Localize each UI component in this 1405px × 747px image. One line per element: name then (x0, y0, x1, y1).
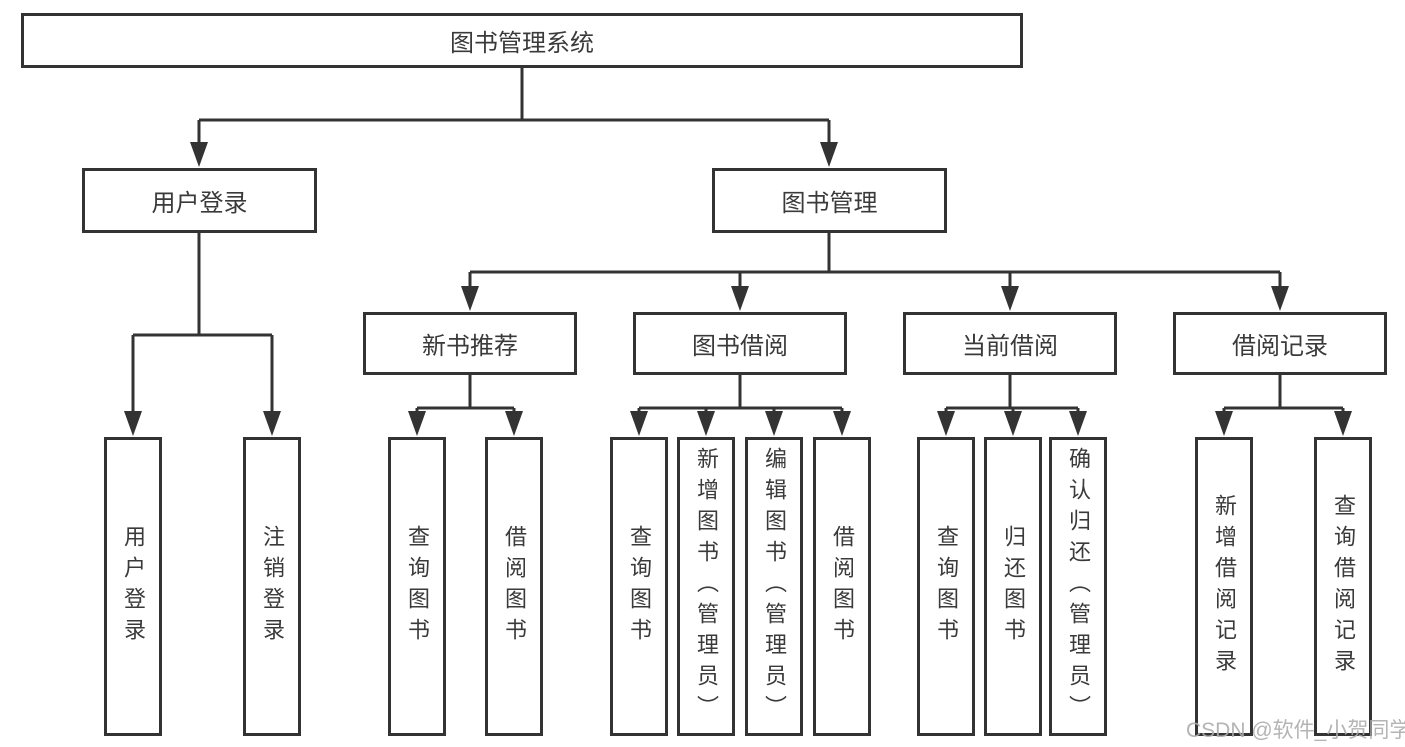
node-borrow-records-label: 借阅记录 (1232, 333, 1328, 360)
node-leaf-newbooks-query: 查询图书 (388, 437, 446, 736)
node-leaf-borrow-borrow: 借阅图书 (813, 437, 871, 736)
node-leaf-logout: 注销登录 (243, 437, 301, 736)
node-leaf-borrow-query-label: 查询图书 (627, 524, 652, 649)
node-leaf-borrow-add: 新增图书（管理员） (677, 437, 735, 736)
node-leaf-borrow-edit-label: 编辑图书（管理员） (762, 447, 787, 726)
node-borrow-records: 借阅记录 (1173, 312, 1387, 375)
node-leaf-user-login: 用户登录 (104, 437, 162, 736)
arrowhead-icons (124, 142, 1352, 436)
node-new-book-recommend-label: 新书推荐 (422, 333, 518, 360)
node-leaf-current-query-label: 查询图书 (934, 524, 959, 649)
node-root-label: 图书管理系统 (450, 30, 594, 57)
node-leaf-newbooks-query-label: 查询图书 (405, 524, 430, 649)
node-root: 图书管理系统 (21, 13, 1023, 68)
node-book-management: 图书管理 (712, 168, 947, 233)
node-leaf-records-query: 查询借阅记录 (1314, 437, 1372, 736)
node-leaf-current-return: 归还图书 (984, 437, 1042, 736)
node-book-borrow: 图书借阅 (633, 312, 847, 375)
node-user-login-label: 用户登录 (151, 190, 248, 217)
node-leaf-newbooks-borrow: 借阅图书 (485, 437, 543, 736)
node-leaf-user-login-label: 用户登录 (121, 524, 146, 649)
node-book-management-label: 图书管理 (781, 190, 878, 217)
node-new-book-recommend: 新书推荐 (363, 312, 577, 375)
node-leaf-borrow-borrow-label: 借阅图书 (830, 524, 855, 649)
node-leaf-borrow-add-label: 新增图书（管理员） (694, 447, 719, 726)
node-leaf-current-confirm-label: 确认归还（管理员） (1066, 447, 1091, 726)
node-leaf-records-query-label: 查询借阅记录 (1331, 493, 1356, 680)
node-current-borrow-label: 当前借阅 (962, 333, 1058, 360)
node-book-borrow-label: 图书借阅 (692, 333, 788, 360)
node-leaf-newbooks-borrow-label: 借阅图书 (502, 524, 527, 649)
node-leaf-current-confirm: 确认归还（管理员） (1049, 437, 1107, 736)
node-leaf-records-add-label: 新增借阅记录 (1212, 493, 1237, 680)
node-leaf-borrow-edit: 编辑图书（管理员） (745, 437, 803, 736)
node-leaf-logout-label: 注销登录 (260, 524, 285, 649)
node-leaf-borrow-query: 查询图书 (610, 437, 668, 736)
node-user-login: 用户登录 (82, 168, 317, 233)
node-leaf-current-return-label: 归还图书 (1001, 524, 1026, 649)
node-leaf-records-add: 新增借阅记录 (1195, 437, 1253, 736)
node-current-borrow: 当前借阅 (903, 312, 1117, 375)
node-leaf-current-query: 查询图书 (917, 437, 975, 736)
